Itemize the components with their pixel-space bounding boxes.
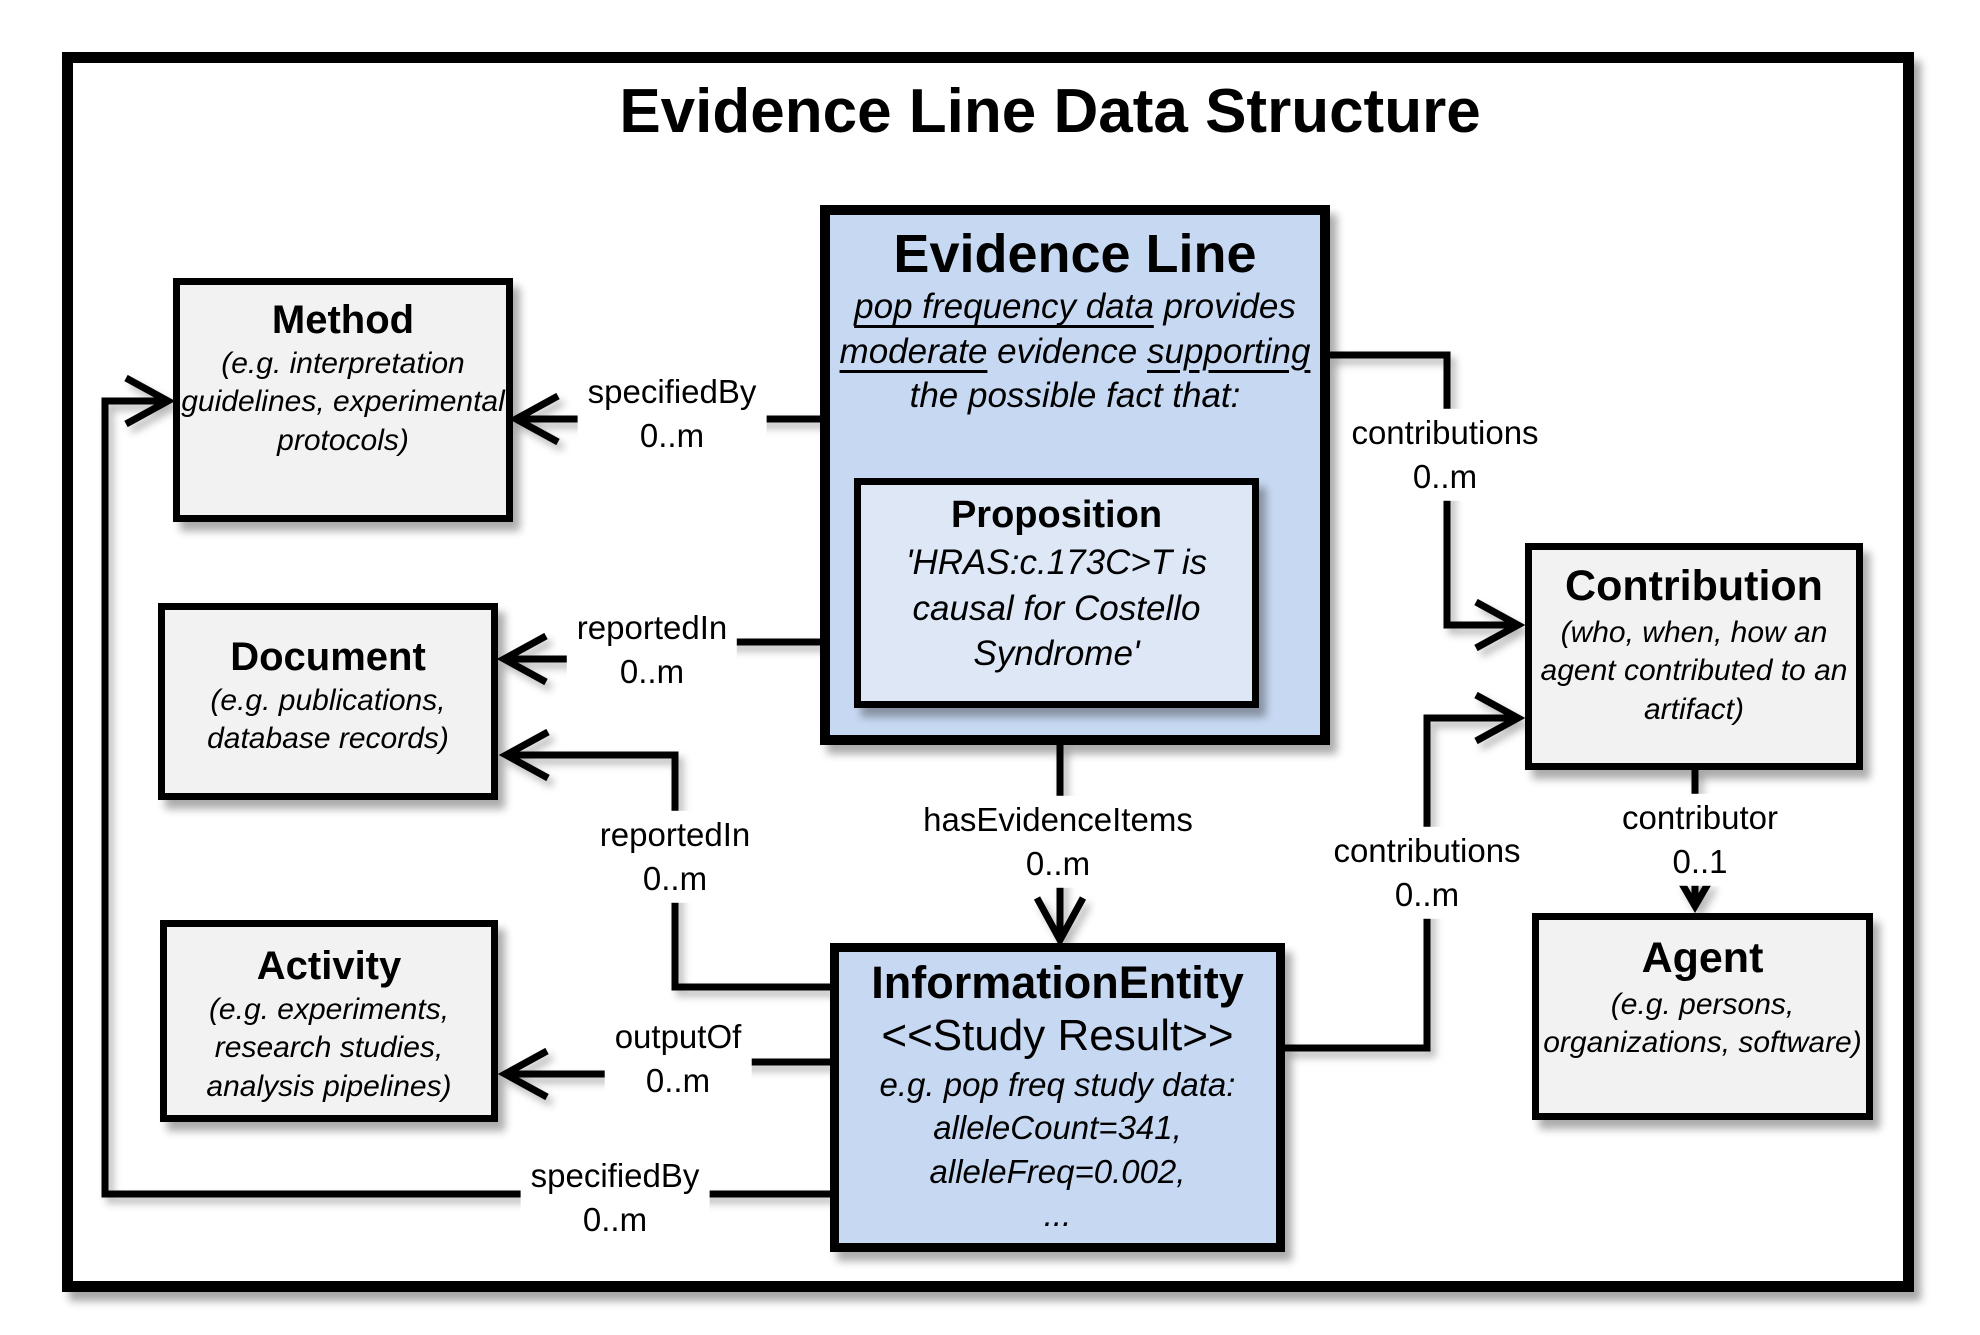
edge-label-hasevidenceitems: hasEvidenceItems 0..m	[913, 795, 1203, 889]
edge-cardinality: 0..m	[1025, 845, 1091, 882]
edge-label-specifiedby-informationentity: specifiedBy 0..m	[520, 1151, 710, 1245]
edge-label-text: specifiedBy	[587, 372, 757, 410]
arrowhead-into-document-upper	[496, 632, 548, 686]
arrowhead-into-informationentity-top	[1033, 896, 1087, 948]
edge-label-text: contributor	[1622, 798, 1778, 836]
edge-label-text: reportedIn	[599, 815, 751, 853]
node-title-contribution: Contribution	[1565, 562, 1823, 610]
arrowhead-into-method-right	[508, 392, 560, 446]
node-desc-information-entity-line4: ...	[1043, 1196, 1072, 1234]
edge-cardinality: 0..m	[1412, 458, 1478, 495]
evidence-line-desc-plain-1: provides	[1153, 287, 1296, 327]
node-proposition: Proposition 'HRAS:c.173C>T is causal for…	[854, 478, 1259, 708]
node-contribution: Contribution (who, when, how an agent co…	[1525, 543, 1863, 770]
edge-label-reportedin-informationentity: reportedIn 0..m	[589, 810, 761, 904]
edge-label-contributions-informationentity: contributions 0..m	[1323, 826, 1531, 920]
arrowhead-into-contribution-lower	[1474, 691, 1526, 745]
edge-label-text: hasEvidenceItems	[923, 800, 1193, 838]
evidence-line-desc-plain-2: evidence	[987, 331, 1147, 371]
node-method: Method (e.g. interpretation guidelines, …	[173, 278, 513, 522]
edge-cardinality: 0..m	[642, 860, 708, 897]
edge-cardinality: 0..m	[645, 1062, 711, 1099]
edge-label-reportedin-evidenceline: reportedIn 0..m	[566, 603, 738, 697]
edge-label-text: contributions	[1351, 413, 1539, 451]
edge-label-contributions-evidenceline: contributions 0..m	[1341, 408, 1549, 502]
edge-cardinality: 0..m	[639, 417, 705, 454]
evidence-line-desc-underline-1: pop frequency data	[854, 287, 1154, 327]
edge-cardinality: 0..m	[619, 653, 685, 690]
node-title-activity: Activity	[256, 944, 402, 988]
edge-cardinality: 0..1	[1672, 843, 1728, 880]
arrowhead-into-document-lower	[498, 728, 550, 782]
diagram-title: Evidence Line Data Structure	[619, 77, 1481, 146]
node-desc-document: (e.g. publications, database records)	[207, 684, 449, 756]
edge-cardinality: 0..m	[582, 1201, 648, 1238]
node-title-document: Document	[230, 635, 426, 679]
node-title-evidence-line: Evidence Line	[893, 224, 1257, 284]
edge-label-outputof: outputOf 0..m	[604, 1012, 752, 1106]
node-desc-information-entity-line3: alleleFreq=0.002,	[929, 1152, 1186, 1190]
node-information-entity: InformationEntity <<Study Result>> e.g. …	[830, 943, 1285, 1252]
node-title-agent: Agent	[1641, 934, 1764, 982]
node-title-proposition: Proposition	[950, 494, 1163, 536]
arrowhead-into-method-left	[124, 374, 176, 428]
node-desc-activity: (e.g. experiments, research studies, ana…	[206, 993, 452, 1103]
edge-label-text: outputOf	[614, 1017, 742, 1055]
node-desc-information-entity-line2: alleleCount=341,	[933, 1109, 1182, 1147]
arrowhead-into-agent-top	[1677, 880, 1713, 913]
node-agent: Agent (e.g. persons, organizations, soft…	[1532, 913, 1873, 1120]
edge-label-text: reportedIn	[576, 608, 728, 646]
node-desc-information-entity-line1: e.g. pop freq study data:	[879, 1065, 1236, 1103]
arrowhead-into-activity-right	[497, 1047, 549, 1101]
evidence-line-desc-plain-3: the possible fact that:	[909, 375, 1241, 415]
evidence-line-desc-underline-2: moderate	[839, 331, 988, 371]
node-desc-agent: (e.g. persons, organizations, software)	[1543, 987, 1862, 1060]
edge-label-specifiedby-evidenceline: specifiedBy 0..m	[577, 367, 767, 461]
edge-line-specifiedby-informationentity-method	[101, 397, 830, 1198]
edge-label-text: contributions	[1333, 831, 1521, 869]
node-document: Document (e.g. publications, database re…	[158, 603, 498, 800]
node-desc-proposition: 'HRAS:c.173C>T is causal for Costello Sy…	[905, 543, 1208, 674]
arrowhead-into-contribution-upper	[1474, 598, 1526, 652]
evidence-line-desc-underline-3: supporting	[1146, 331, 1311, 371]
node-activity: Activity (e.g. experiments, research stu…	[160, 920, 498, 1122]
node-desc-contribution: (who, when, how an agent contributed to …	[1540, 615, 1848, 726]
edge-label-contributor: contributor 0..1	[1612, 793, 1788, 887]
node-desc-method: (e.g. interpretation guidelines, experim…	[181, 347, 505, 457]
edge-label-text: specifiedBy	[530, 1156, 700, 1194]
edge-cardinality: 0..m	[1394, 876, 1460, 913]
node-title-information-entity: InformationEntity	[871, 957, 1244, 1008]
node-evidence-line: Evidence Line pop frequency data provide…	[820, 205, 1330, 745]
node-stereotype-information-entity: <<Study Result>>	[881, 1011, 1234, 1060]
node-title-method: Method	[271, 298, 415, 342]
evidence-line-description: pop frequency data provides moderate evi…	[830, 285, 1320, 418]
